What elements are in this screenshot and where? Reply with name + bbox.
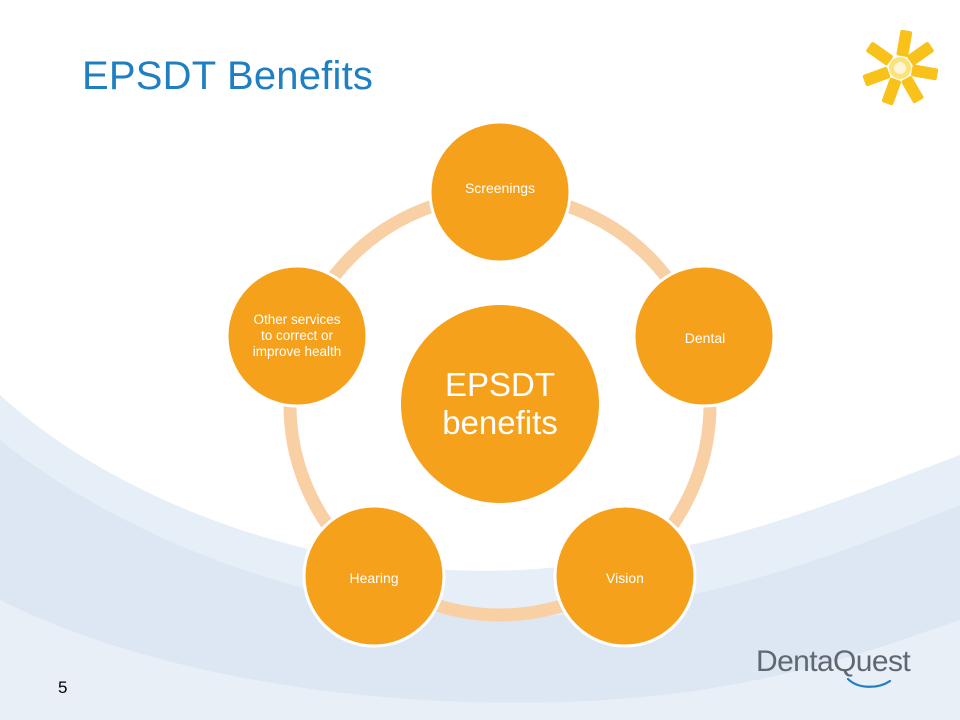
page-number: 5: [58, 678, 68, 697]
brand-name: DentaQuest: [756, 645, 911, 678]
node-circle-other-services: [225, 264, 369, 408]
node-label-dental: Dental: [684, 330, 726, 346]
node-label-hearing: Hearing: [349, 570, 399, 586]
slide-title: EPSDT Benefits: [82, 54, 374, 98]
node-circle-vision: [553, 504, 697, 648]
center-circle: [401, 305, 599, 503]
sun-logo-icon: [862, 29, 939, 106]
node-label-vision: Vision: [606, 570, 644, 586]
node-circle-hearing: [302, 504, 446, 648]
node-circle-screenings: [428, 120, 572, 264]
node-circle-dental: [632, 264, 776, 408]
center-label: EPSDT benefits: [442, 366, 558, 441]
node-label-screenings: Screenings: [464, 180, 536, 196]
node-label-other-services: Other services to correct or improve hea…: [252, 312, 342, 359]
swoosh-icon: [846, 677, 892, 688]
dentaquest-logo: DentaQuest: [756, 645, 926, 693]
